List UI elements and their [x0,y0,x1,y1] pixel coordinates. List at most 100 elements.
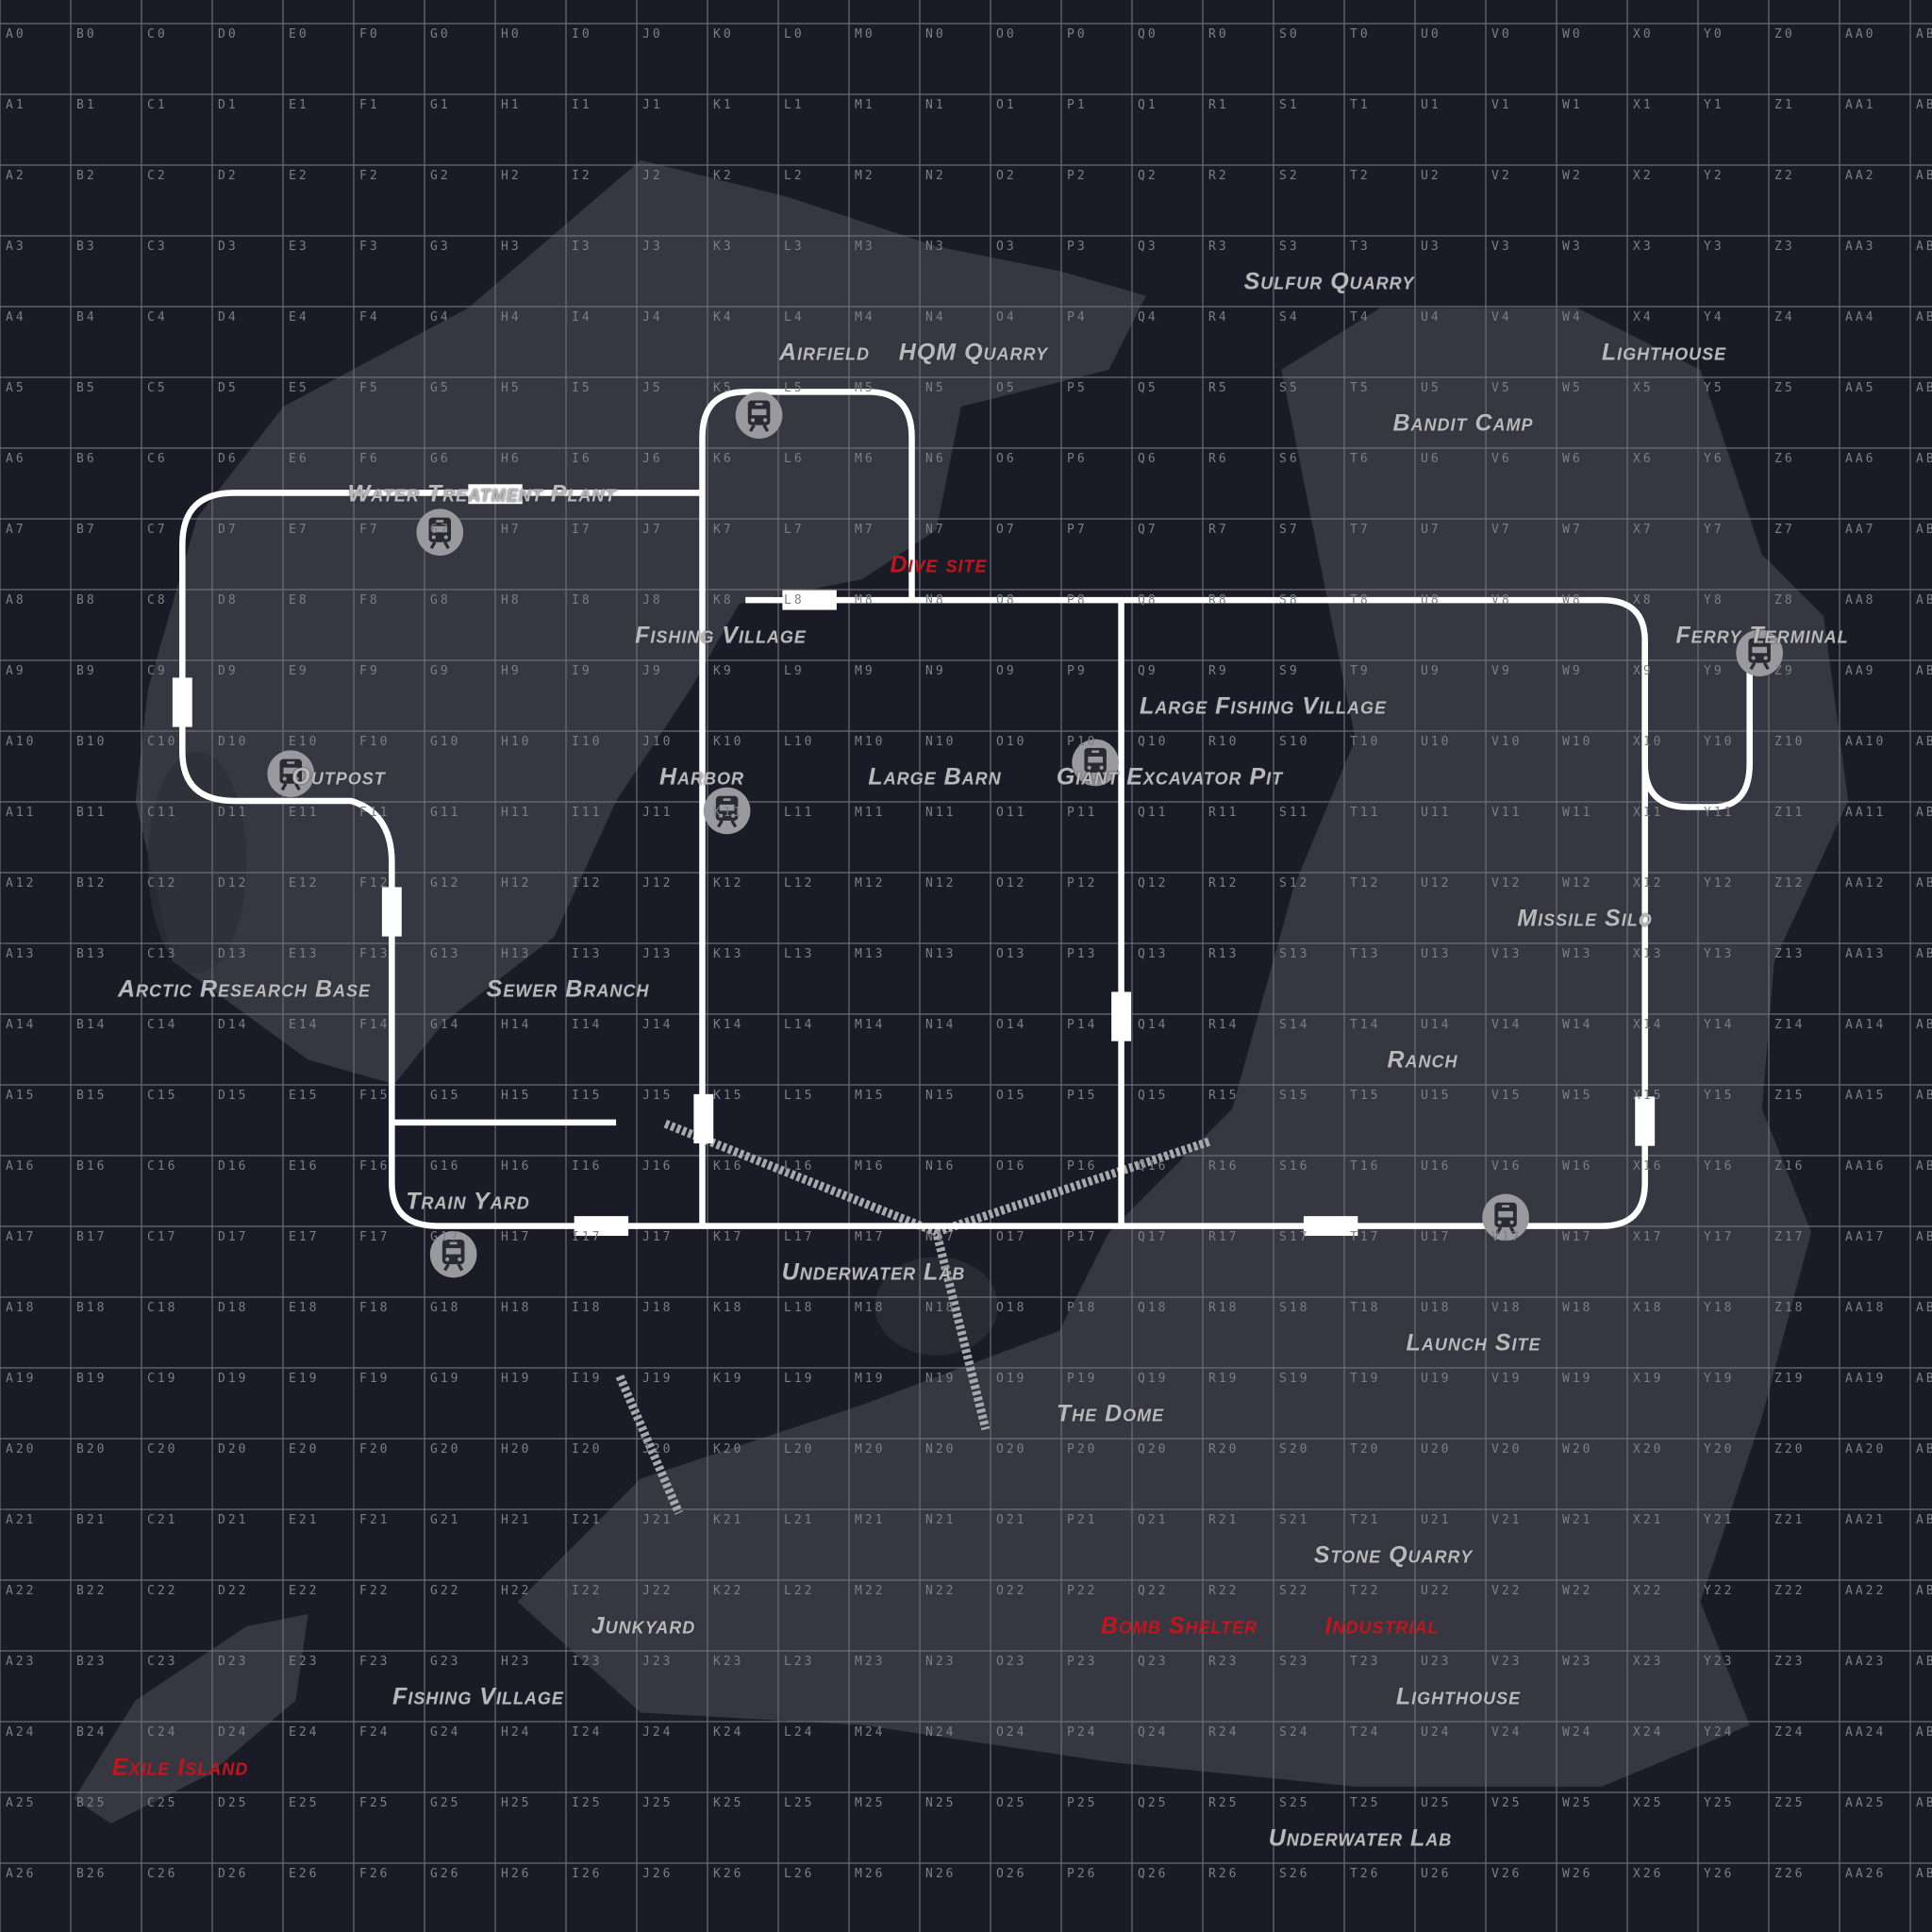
grid-cell-label: Q12 [1138,876,1169,891]
location-label[interactable]: Exile Island [111,1754,249,1781]
grid-cell-label: H3 [501,240,522,254]
grid-cell-label: A14 [6,1018,37,1032]
grid-cell-label: M15 [855,1089,886,1103]
grid-cell-label: D20 [218,1442,249,1457]
train-station-icon[interactable] [703,787,751,835]
location-label[interactable]: Arctic Research Base [117,975,372,1003]
grid-cell-label: L16 [784,1159,815,1174]
train-station-icon[interactable] [429,1230,477,1278]
grid-cell-label: C14 [147,1018,178,1032]
location-label[interactable]: Lighthouse [1601,339,1727,366]
grid-cell-label: R6 [1208,452,1229,466]
grid-cell-label: F12 [359,876,391,891]
grid-cell-label: K12 [713,876,744,891]
grid-cell-label: Q15 [1138,1089,1169,1103]
location-label[interactable]: Large Barn [868,763,1002,791]
train-station-icon[interactable] [416,508,464,557]
grid-cell-label: X22 [1633,1584,1664,1598]
grid-cell-label: L13 [784,947,815,961]
grid-cell-label: Y24 [1704,1725,1735,1740]
location-label[interactable]: Dive site [890,551,988,578]
grid-cell-label: Y19 [1704,1372,1735,1386]
grid-cell-label: D0 [218,27,239,42]
location-label[interactable]: Launch Site [1406,1329,1541,1357]
grid-cell-label: U14 [1421,1018,1452,1032]
grid-cell-label: H15 [501,1089,532,1103]
location-label[interactable]: Ranch [1387,1046,1458,1074]
grid-cell-label: T24 [1350,1725,1381,1740]
train-station-icon[interactable] [1482,1193,1529,1241]
location-label[interactable]: Lighthouse [1395,1683,1522,1710]
location-label[interactable]: Water Treatment Plant [347,480,617,508]
grid-cell-label: Y16 [1704,1159,1735,1174]
location-label[interactable]: Ferry Terminal [1675,622,1849,649]
location-label[interactable]: Bandit Camp [1392,409,1534,437]
grid-cell-label: Q22 [1138,1584,1169,1598]
grid-cell-label: V1 [1491,98,1512,112]
grid-cell-label: P5 [1067,381,1088,395]
grid-cell-label: W10 [1562,735,1593,749]
grid-cell-label: L0 [784,27,805,42]
grid-cell-label: N21 [925,1513,957,1527]
grid-cell-label: Z5 [1774,381,1795,395]
grid-cell-label: H17 [501,1230,532,1244]
location-label[interactable]: Harbor [658,763,745,791]
train-station-icon[interactable] [735,391,783,439]
grid-cell-label: Y7 [1704,523,1724,537]
grid-cell-label: D14 [218,1018,249,1032]
grid-cell-label: O24 [996,1725,1027,1740]
grid-cell-label: O0 [996,27,1017,42]
location-label[interactable]: Missile Silo [1517,905,1653,932]
grid-cell-label: Q21 [1138,1513,1169,1527]
grid-cell-label: T13 [1350,947,1381,961]
location-label[interactable]: Airfield [778,339,871,366]
grid-cell-label: P7 [1067,523,1088,537]
grid-cell-label: Y5 [1704,381,1724,395]
location-label[interactable]: Underwater Lab [1268,1824,1453,1852]
grid-cell-label: I1 [572,98,592,112]
location-label[interactable]: Stone Quarry [1313,1541,1474,1569]
location-label[interactable]: Sewer Branch [486,975,650,1003]
grid-cell-label: Q1 [1138,98,1158,112]
location-label[interactable]: Industrial [1324,1612,1440,1640]
grid-cell-label: AB21 [1916,1513,1932,1527]
grid-cell-label: L20 [784,1442,815,1457]
location-label[interactable]: The Dome [1056,1400,1165,1427]
grid-cell-label: X13 [1633,947,1664,961]
grid-cell-label: F18 [359,1301,391,1315]
grid-cell-label: P20 [1067,1442,1098,1457]
location-label[interactable]: Train Yard [406,1188,530,1215]
train-station-icon[interactable] [1736,629,1783,677]
grid-cell-label: M10 [855,735,886,749]
location-label[interactable]: Fishing Village [392,1683,564,1710]
grid-cell-label: T2 [1350,169,1371,183]
grid-cell-label: I11 [572,806,603,820]
grid-cell-label: E18 [289,1301,320,1315]
grid-cell-label: H18 [501,1301,532,1315]
train-station-icon[interactable] [1072,739,1119,787]
grid-cell-label: H14 [501,1018,532,1032]
grid-cell-label: V18 [1491,1301,1523,1315]
location-label[interactable]: Fishing Village [635,622,807,649]
location-label[interactable]: HQM Quarry [898,339,1049,366]
grid-cell-label: Y23 [1704,1655,1735,1669]
location-label[interactable]: Sulfur Quarry [1243,268,1415,295]
location-label[interactable]: Bomb Shelter [1100,1612,1258,1640]
location-label[interactable]: Underwater Lab [781,1258,966,1286]
location-label[interactable]: Outpost [291,763,386,791]
grid-cell-label: X21 [1633,1513,1664,1527]
grid-cell-label: N10 [925,735,957,749]
grid-cell-label: L6 [784,452,805,466]
grid-cell-label: AB22 [1916,1584,1932,1598]
location-label[interactable]: Junkyard [591,1612,696,1640]
grid-cell-label: P19 [1067,1372,1098,1386]
grid-cell-label: I26 [572,1867,603,1881]
grid-cell-label: F21 [359,1513,391,1527]
location-label[interactable]: Giant Excavator Pit [1056,763,1284,791]
grid-cell-label: T10 [1350,735,1381,749]
grid-cell-label: K4 [713,310,734,325]
location-label[interactable]: Large Fishing Village [1139,692,1388,720]
grid-cell-label: B17 [76,1230,108,1244]
train-station-icon[interactable] [267,750,315,798]
